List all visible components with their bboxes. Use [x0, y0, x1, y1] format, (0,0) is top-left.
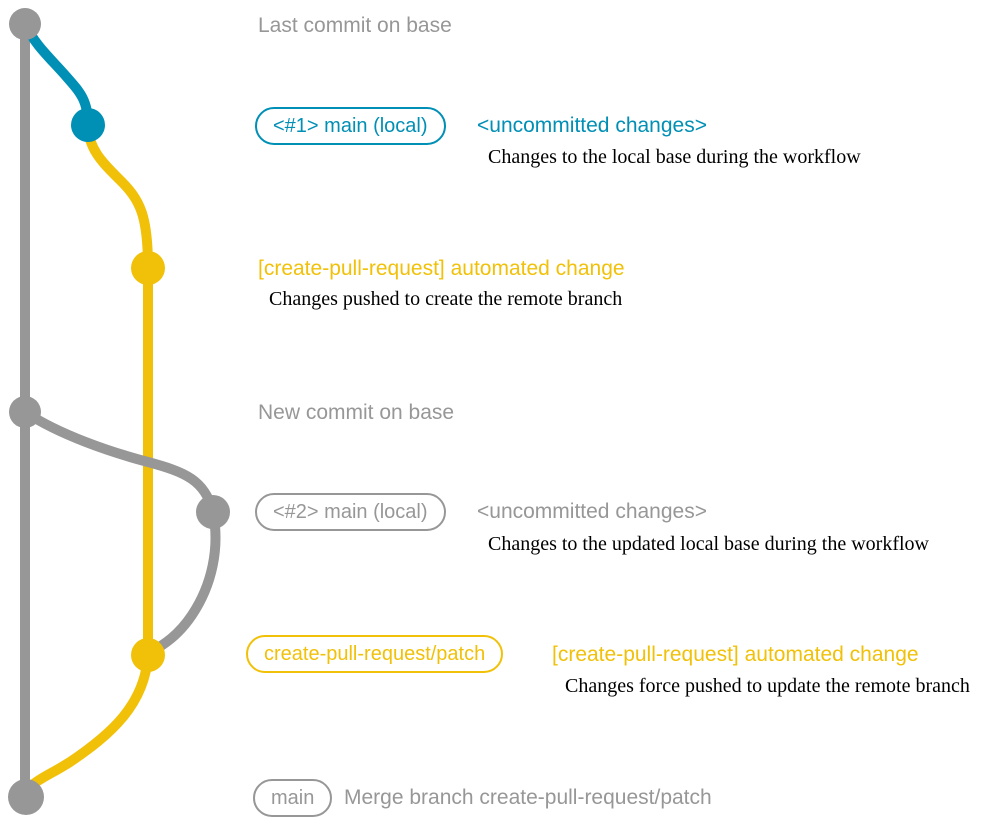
local-branch-curve-2	[20, 407, 218, 517]
commit-message-local-2: <uncommitted changes>	[477, 500, 707, 523]
rebase-curve	[145, 507, 221, 658]
commit-description-patch-1: Changes pushed to create the remote bran…	[269, 288, 623, 310]
commit-node-merge	[8, 779, 44, 815]
merge-curve	[21, 650, 153, 802]
commit-message-patch-1: [create-pull-request] automated change	[258, 257, 625, 280]
patch-branch-out-curve	[83, 120, 153, 273]
branch-label-main: main	[253, 779, 333, 817]
commit-message-local-1: <uncommitted changes>	[477, 114, 707, 137]
commit-node-last-base	[9, 8, 41, 40]
commit-message-last-base: Last commit on base	[258, 14, 452, 37]
commit-description-patch-2: Changes force pushed to update the remot…	[565, 675, 970, 697]
branch-label-patch: create-pull-request/patch	[246, 635, 504, 673]
branch-label-main-local-2: <#2> main (local)	[255, 493, 446, 531]
commit-node-patch-1	[131, 251, 165, 285]
local-branch-curve-1	[20, 19, 93, 130]
commit-message-new-base: New commit on base	[258, 401, 455, 424]
commit-node-local-2	[196, 495, 230, 529]
commit-description-local-2: Changes to the updated local base during…	[488, 533, 929, 555]
branch-label-main-local-1: <#1> main (local)	[255, 107, 446, 145]
git-graph	[8, 8, 230, 815]
commit-description-local-1: Changes to the local base during the wor…	[488, 146, 861, 168]
commit-node-patch-2	[131, 638, 165, 672]
commit-message-merge: Merge branch create-pull-request/patch	[344, 786, 712, 809]
commit-node-local-1	[71, 108, 105, 142]
commit-message-patch-2: [create-pull-request] automated change	[552, 643, 919, 666]
commit-node-new-base	[9, 396, 41, 428]
